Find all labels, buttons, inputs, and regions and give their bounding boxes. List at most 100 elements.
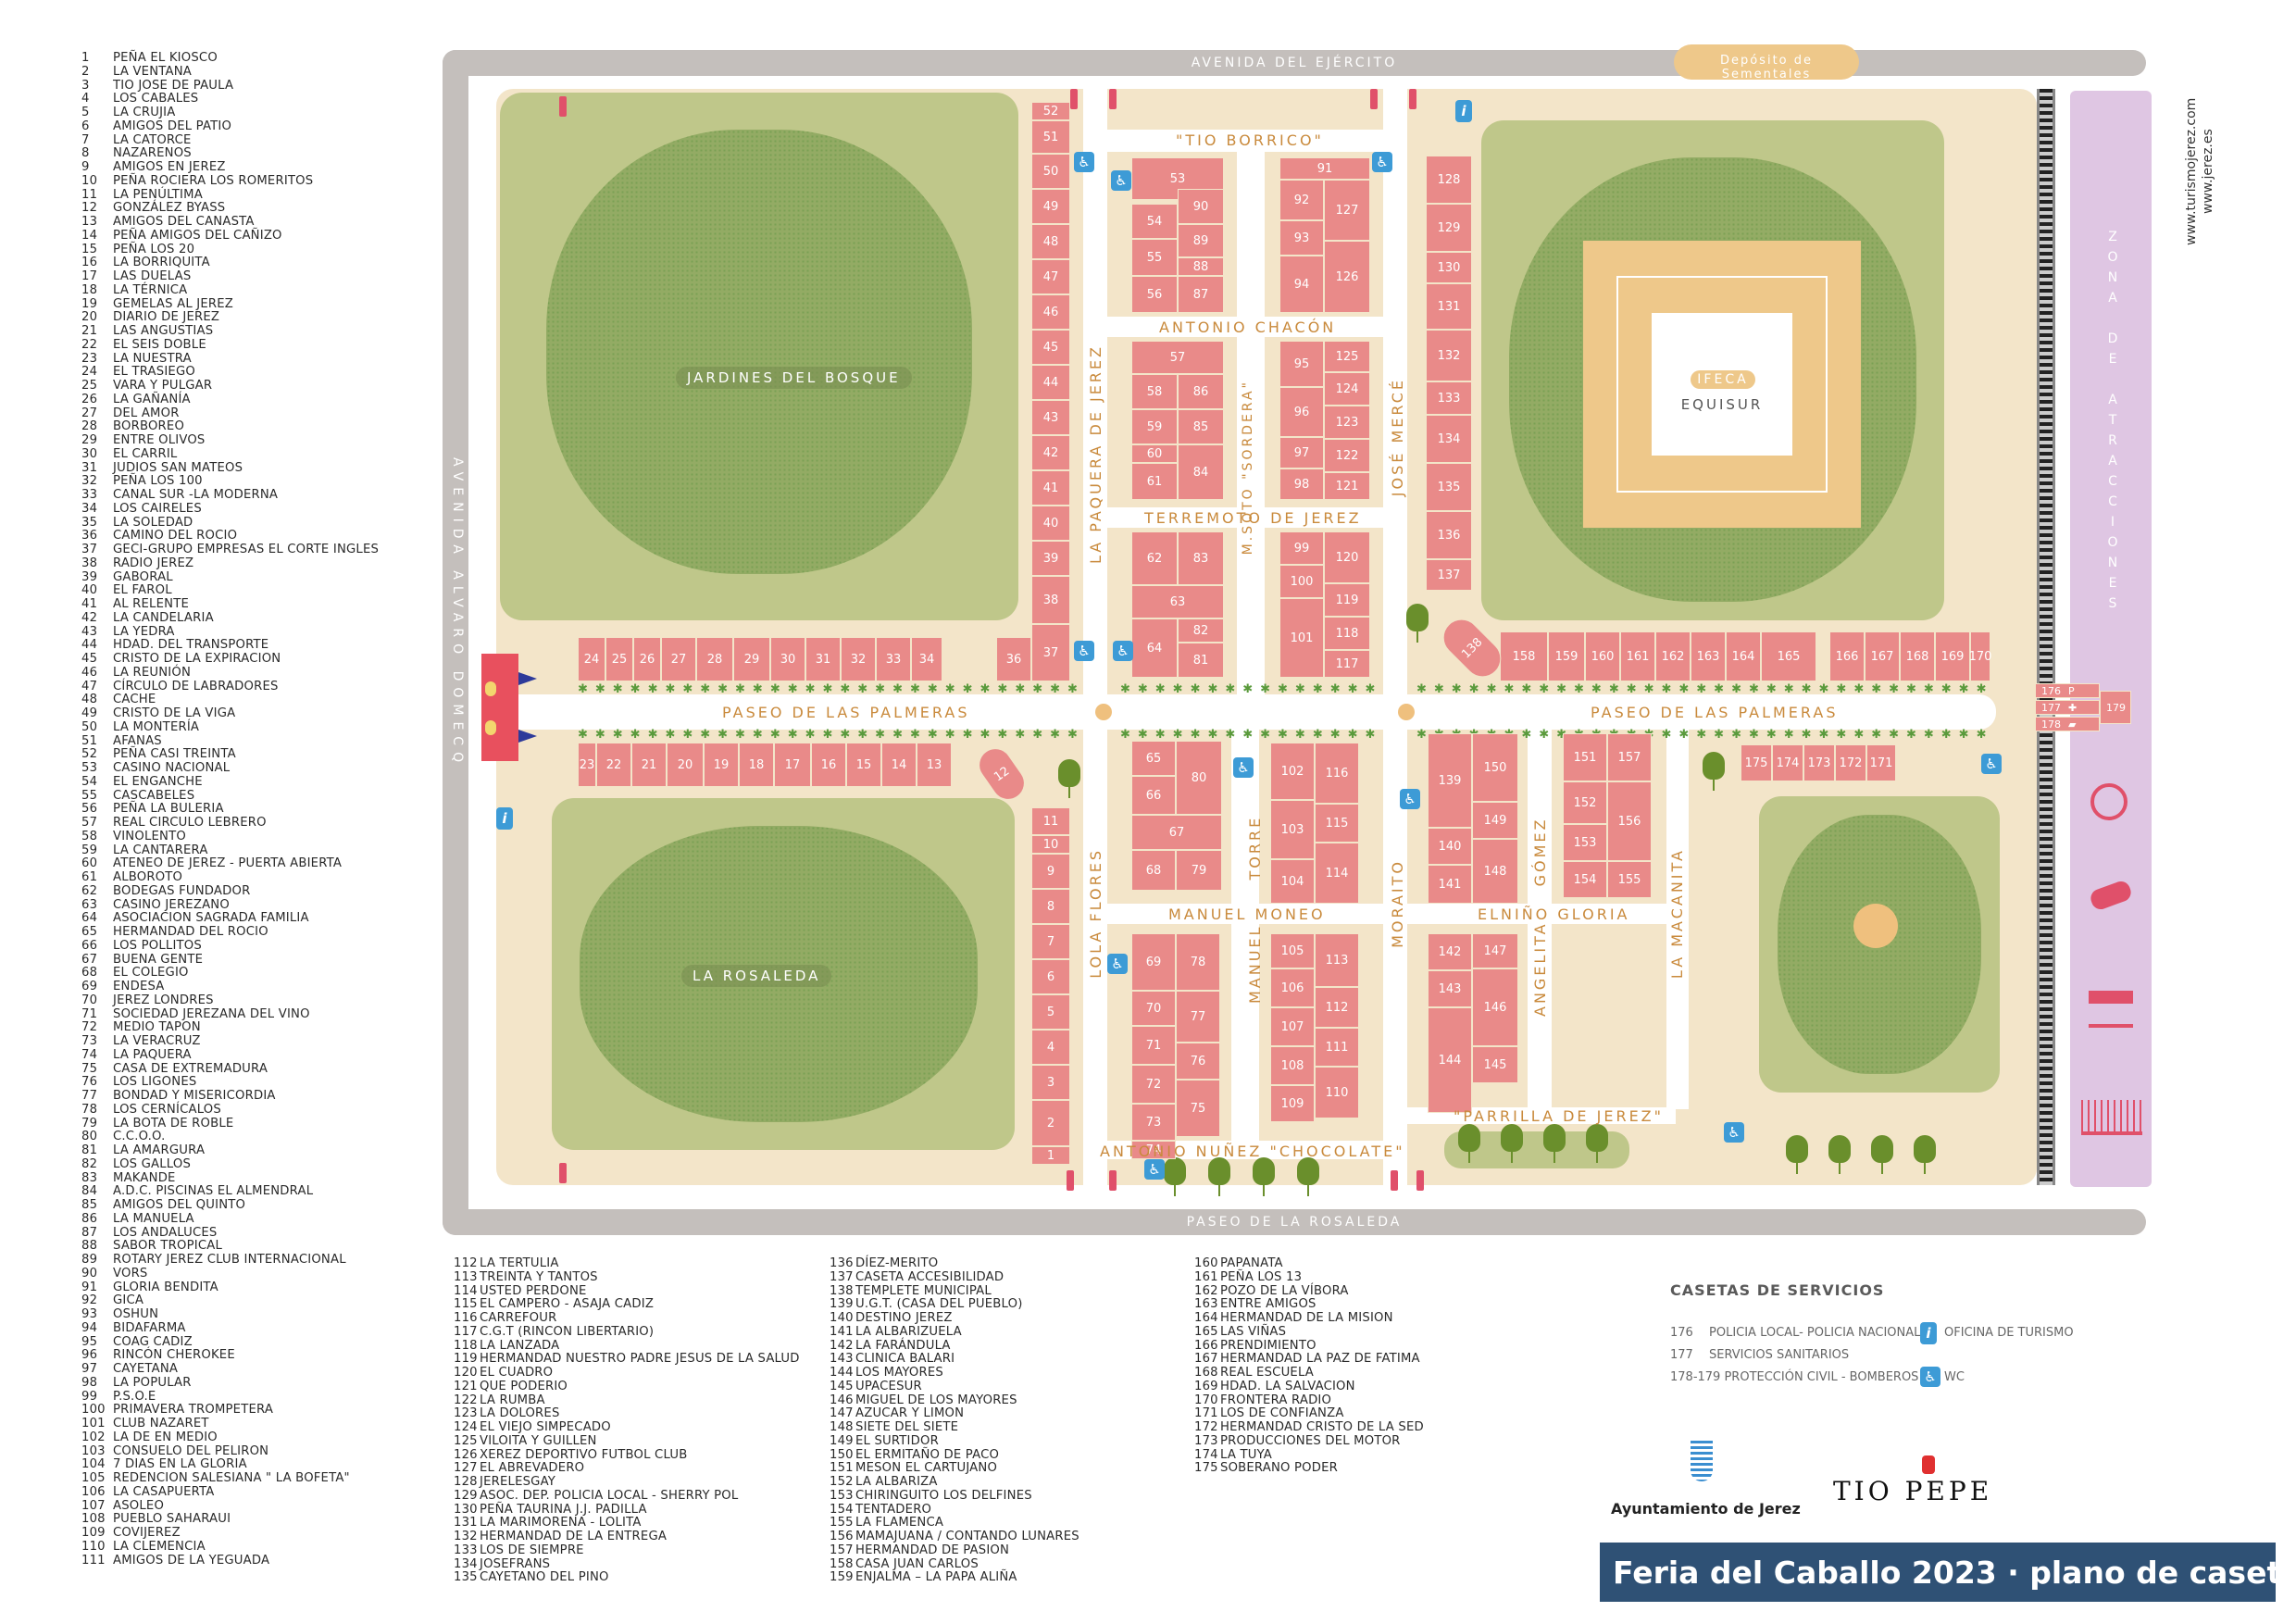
info-icon[interactable]: i: [496, 807, 513, 830]
caseta-block[interactable]: 50: [1031, 154, 1070, 189]
caseta-block[interactable]: 130: [1426, 252, 1472, 283]
caseta-block[interactable]: 157: [1607, 733, 1652, 781]
caseta-block[interactable]: 82: [1178, 618, 1224, 643]
caseta-block[interactable]: 111: [1315, 1028, 1359, 1067]
caseta-block[interactable]: 75: [1176, 1080, 1220, 1137]
caseta-block[interactable]: 25: [605, 637, 633, 681]
caseta-block[interactable]: 114: [1315, 843, 1359, 904]
caseta-block[interactable]: 10: [1031, 835, 1070, 854]
caseta-block[interactable]: 125: [1324, 341, 1370, 372]
caseta-block[interactable]: 96: [1279, 387, 1324, 437]
caseta-block[interactable]: 86: [1178, 374, 1224, 409]
wc-icon[interactable]: ♿: [1400, 789, 1420, 809]
caseta-block[interactable]: 66: [1131, 776, 1176, 815]
service-booth[interactable]: 179: [2100, 691, 2131, 724]
caseta-block[interactable]: 76: [1176, 1043, 1220, 1080]
caseta-block[interactable]: 158: [1500, 631, 1548, 681]
caseta-block[interactable]: 39: [1031, 541, 1070, 576]
caseta-block[interactable]: 127: [1324, 180, 1370, 241]
caseta-block[interactable]: 109: [1270, 1085, 1315, 1122]
caseta-block[interactable]: 32: [841, 637, 876, 681]
caseta-block[interactable]: 46: [1031, 294, 1070, 330]
caseta-block[interactable]: 27: [661, 637, 696, 681]
caseta-block[interactable]: 124: [1324, 372, 1370, 406]
caseta-block[interactable]: 55: [1131, 239, 1178, 276]
caseta-block[interactable]: 104: [1270, 859, 1315, 904]
caseta-block[interactable]: 18: [739, 743, 774, 787]
caseta-block[interactable]: 60: [1131, 444, 1178, 463]
caseta-block[interactable]: 33: [876, 637, 911, 681]
caseta-block[interactable]: 149: [1472, 802, 1518, 839]
caseta-block[interactable]: 67: [1131, 815, 1222, 850]
caseta-block[interactable]: 166: [1829, 631, 1865, 681]
caseta-block[interactable]: 173: [1803, 744, 1835, 781]
caseta-block[interactable]: 126: [1324, 241, 1370, 313]
caseta-block[interactable]: 51: [1031, 120, 1070, 154]
caseta-block[interactable]: 100: [1279, 565, 1324, 598]
caseta-block[interactable]: 58: [1131, 374, 1178, 409]
wc-icon[interactable]: ♿: [1372, 152, 1392, 172]
caseta-block[interactable]: 147: [1472, 933, 1518, 968]
caseta-block[interactable]: 43: [1031, 400, 1070, 435]
caseta-block[interactable]: 57: [1131, 341, 1224, 374]
caseta-block[interactable]: 165: [1761, 631, 1816, 681]
caseta-block[interactable]: 134: [1426, 415, 1472, 463]
caseta-block[interactable]: 56: [1131, 276, 1178, 313]
caseta-block[interactable]: 175: [1741, 744, 1772, 781]
wc-icon[interactable]: ♿: [1074, 152, 1094, 172]
caseta-block[interactable]: 161: [1620, 631, 1655, 681]
caseta-block[interactable]: 74: [1131, 1141, 1176, 1159]
caseta-block[interactable]: 89: [1178, 224, 1224, 257]
service-booth[interactable]: 178▰: [2035, 717, 2100, 731]
caseta-block[interactable]: 102: [1270, 743, 1315, 800]
website-turismo[interactable]: www.turismojerez.com: [2184, 97, 2199, 245]
caseta-block[interactable]: 78: [1176, 933, 1220, 991]
caseta-block[interactable]: 49: [1031, 189, 1070, 224]
caseta-block[interactable]: 153: [1563, 824, 1607, 861]
caseta-block[interactable]: 84: [1178, 444, 1224, 500]
caseta-block[interactable]: 88: [1178, 257, 1224, 276]
caseta-block[interactable]: 91: [1279, 157, 1370, 180]
caseta-block[interactable]: 129: [1426, 204, 1472, 252]
caseta-block[interactable]: 150: [1472, 733, 1518, 802]
caseta-block[interactable]: 9: [1031, 854, 1070, 889]
caseta-block[interactable]: 14: [881, 743, 917, 787]
caseta-block[interactable]: 40: [1031, 506, 1070, 541]
caseta-block[interactable]: 145: [1472, 1046, 1518, 1083]
caseta-block[interactable]: 69: [1131, 933, 1176, 991]
caseta-block[interactable]: 123: [1324, 406, 1370, 439]
caseta-block[interactable]: 73: [1131, 1104, 1176, 1141]
caseta-block[interactable]: 61: [1131, 463, 1178, 500]
caseta-block[interactable]: 2: [1031, 1100, 1070, 1146]
caseta-block[interactable]: 122: [1324, 439, 1370, 472]
caseta-block[interactable]: 113: [1315, 933, 1359, 987]
caseta-block[interactable]: 133: [1426, 381, 1472, 415]
caseta-block[interactable]: 107: [1270, 1007, 1315, 1046]
caseta-block[interactable]: 146: [1472, 968, 1518, 1046]
caseta-block[interactable]: 81: [1178, 643, 1224, 678]
caseta-block[interactable]: 19: [704, 743, 739, 787]
caseta-block[interactable]: 59: [1131, 409, 1178, 444]
caseta-block[interactable]: 136: [1426, 511, 1472, 559]
caseta-block[interactable]: 68: [1131, 850, 1176, 891]
caseta-block[interactable]: 103: [1270, 800, 1315, 859]
caseta-block[interactable]: 6: [1031, 959, 1070, 994]
caseta-block[interactable]: 63: [1131, 585, 1224, 618]
caseta-block[interactable]: 135: [1426, 463, 1472, 511]
caseta-block[interactable]: 93: [1279, 220, 1324, 256]
caseta-block[interactable]: 77: [1176, 991, 1220, 1043]
caseta-block[interactable]: 52: [1031, 102, 1070, 120]
caseta-block[interactable]: 28: [696, 637, 733, 681]
caseta-block[interactable]: 119: [1324, 583, 1370, 617]
caseta-block[interactable]: 64: [1131, 618, 1178, 678]
caseta-block[interactable]: 79: [1176, 850, 1222, 891]
caseta-block[interactable]: 38: [1031, 576, 1070, 624]
caseta-block[interactable]: 23: [578, 743, 596, 787]
caseta-block[interactable]: 142: [1428, 933, 1472, 970]
caseta-block[interactable]: 24: [578, 637, 605, 681]
caseta-block[interactable]: 98: [1279, 468, 1324, 500]
caseta-block[interactable]: 117: [1324, 650, 1370, 678]
caseta-block[interactable]: 131: [1426, 283, 1472, 330]
caseta-block[interactable]: 132: [1426, 330, 1472, 381]
wc-icon[interactable]: ♿: [1981, 754, 2002, 774]
